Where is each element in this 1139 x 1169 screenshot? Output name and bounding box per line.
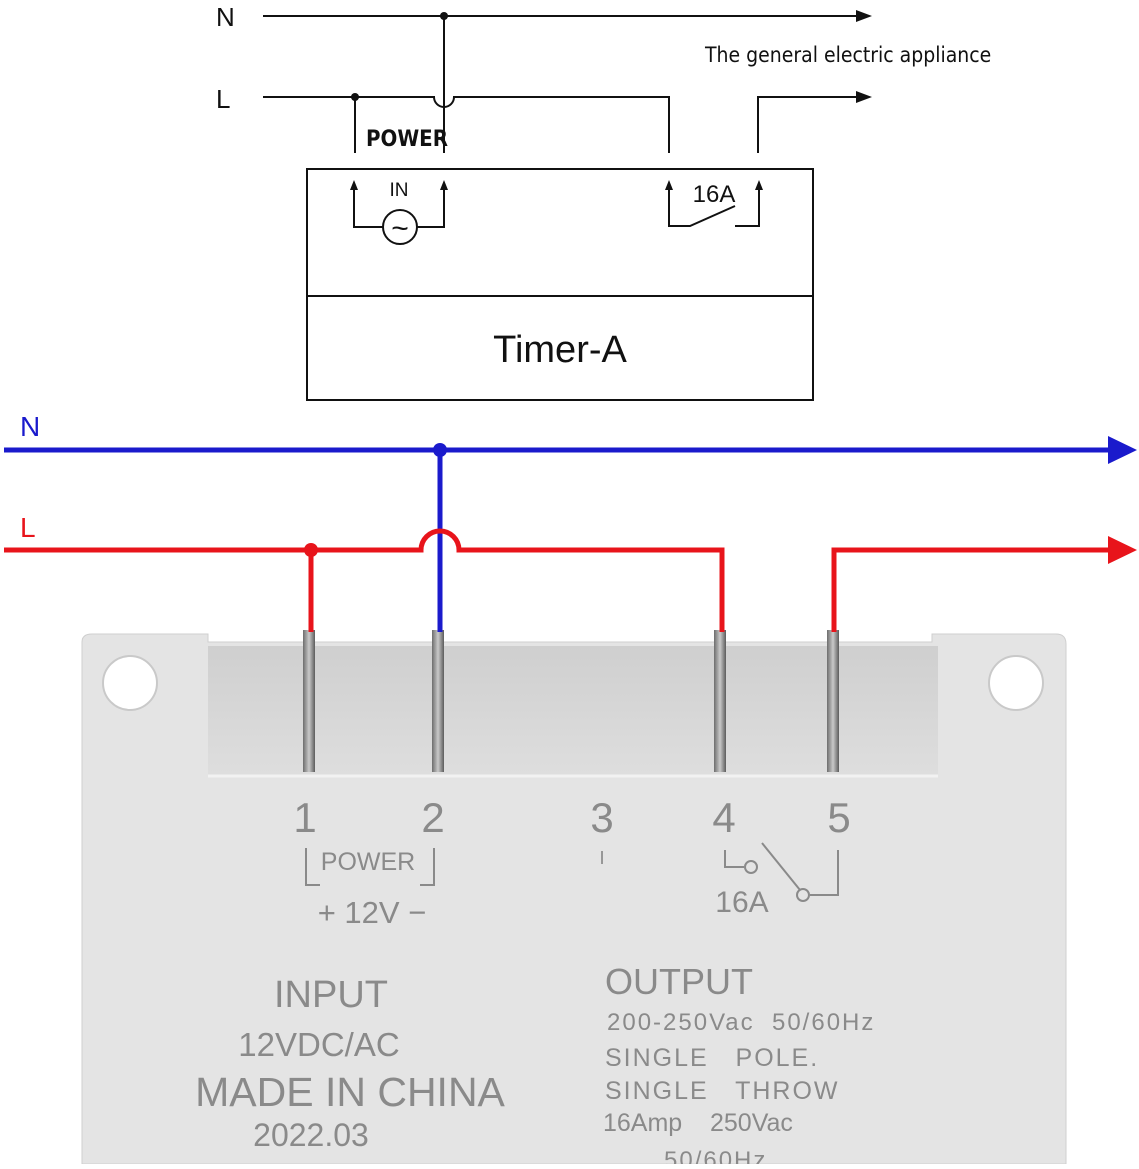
terminal-number-5: 5 — [827, 794, 850, 841]
line-wire — [4, 528, 1110, 632]
origin-label: MADE IN CHINA — [195, 1069, 505, 1115]
output-title: OUTPUT — [605, 961, 753, 1002]
schematic-neutral-wire — [263, 10, 872, 153]
schematic-relay-rating: 16A — [693, 181, 736, 208]
output-line-3: SINGLE THROW — [605, 1077, 840, 1105]
date-code: 2022.03 — [253, 1117, 369, 1153]
schematic-in-label: IN — [390, 180, 409, 201]
power-input-symbol — [350, 180, 448, 245]
device-supply-label: + 12V − — [318, 895, 427, 930]
input-title: INPUT — [274, 974, 388, 1016]
neutral-junction — [433, 443, 447, 457]
relay-contact-symbol — [665, 180, 763, 227]
terminal-number-3: 3 — [590, 794, 613, 841]
ac-source-icon: ~ — [391, 212, 409, 245]
schematic-neutral-arrow — [856, 10, 872, 22]
output-line-4: 16Amp 250Vac — [603, 1109, 793, 1137]
terminal-pin-5 — [827, 630, 839, 772]
output-line-1: 200-250Vac 50/60Hz — [607, 1009, 875, 1036]
terminal-number-2: 2 — [421, 794, 444, 841]
terminal-pin-4 — [714, 630, 726, 772]
output-line-5: 50/60Hz — [664, 1147, 767, 1164]
terminal-number-1: 1 — [293, 794, 316, 841]
schematic-line-wire — [263, 91, 872, 153]
terminal-pin-2 — [432, 630, 444, 772]
line-junction — [304, 543, 318, 557]
device-power-label: POWER — [321, 848, 415, 876]
input-spec: 12VDC/AC — [238, 1026, 399, 1063]
wiring-neutral-label: N — [20, 411, 40, 442]
schematic: N L The general electric appliance POWER — [216, 2, 991, 401]
timer-name-label: Timer-A — [493, 329, 627, 371]
terminal-pin-1 — [303, 630, 315, 772]
terminal-slot — [208, 646, 938, 776]
terminal-3-mark: I — [599, 848, 604, 868]
schematic-appliance-label: The general electric appliance — [704, 43, 991, 67]
device-relay-rating: 16A — [715, 886, 768, 919]
mounting-hole-right — [988, 655, 1044, 711]
wiring-line-label: L — [20, 512, 36, 543]
terminal-number-4: 4 — [712, 794, 735, 841]
schematic-line-arrow — [856, 91, 872, 103]
schematic-line-label: L — [216, 84, 230, 114]
power-bracket — [305, 848, 435, 886]
output-line-2: SINGLE POLE. — [605, 1044, 819, 1072]
mounting-hole-left — [102, 655, 158, 711]
color-wiring: N L — [4, 411, 1137, 632]
schematic-neutral-label: N — [216, 2, 235, 32]
neutral-wire — [4, 447, 1110, 632]
timer-box — [306, 168, 814, 401]
device-relay-symbol — [724, 842, 839, 902]
line-wire-arrow — [1108, 536, 1137, 564]
schematic-power-label: POWER — [366, 127, 448, 152]
timer-device: 1 2 3 4 5 POWER + 12V − I 16A INPUT 12VD… — [81, 630, 1067, 1169]
neutral-wire-arrow — [1108, 436, 1137, 464]
